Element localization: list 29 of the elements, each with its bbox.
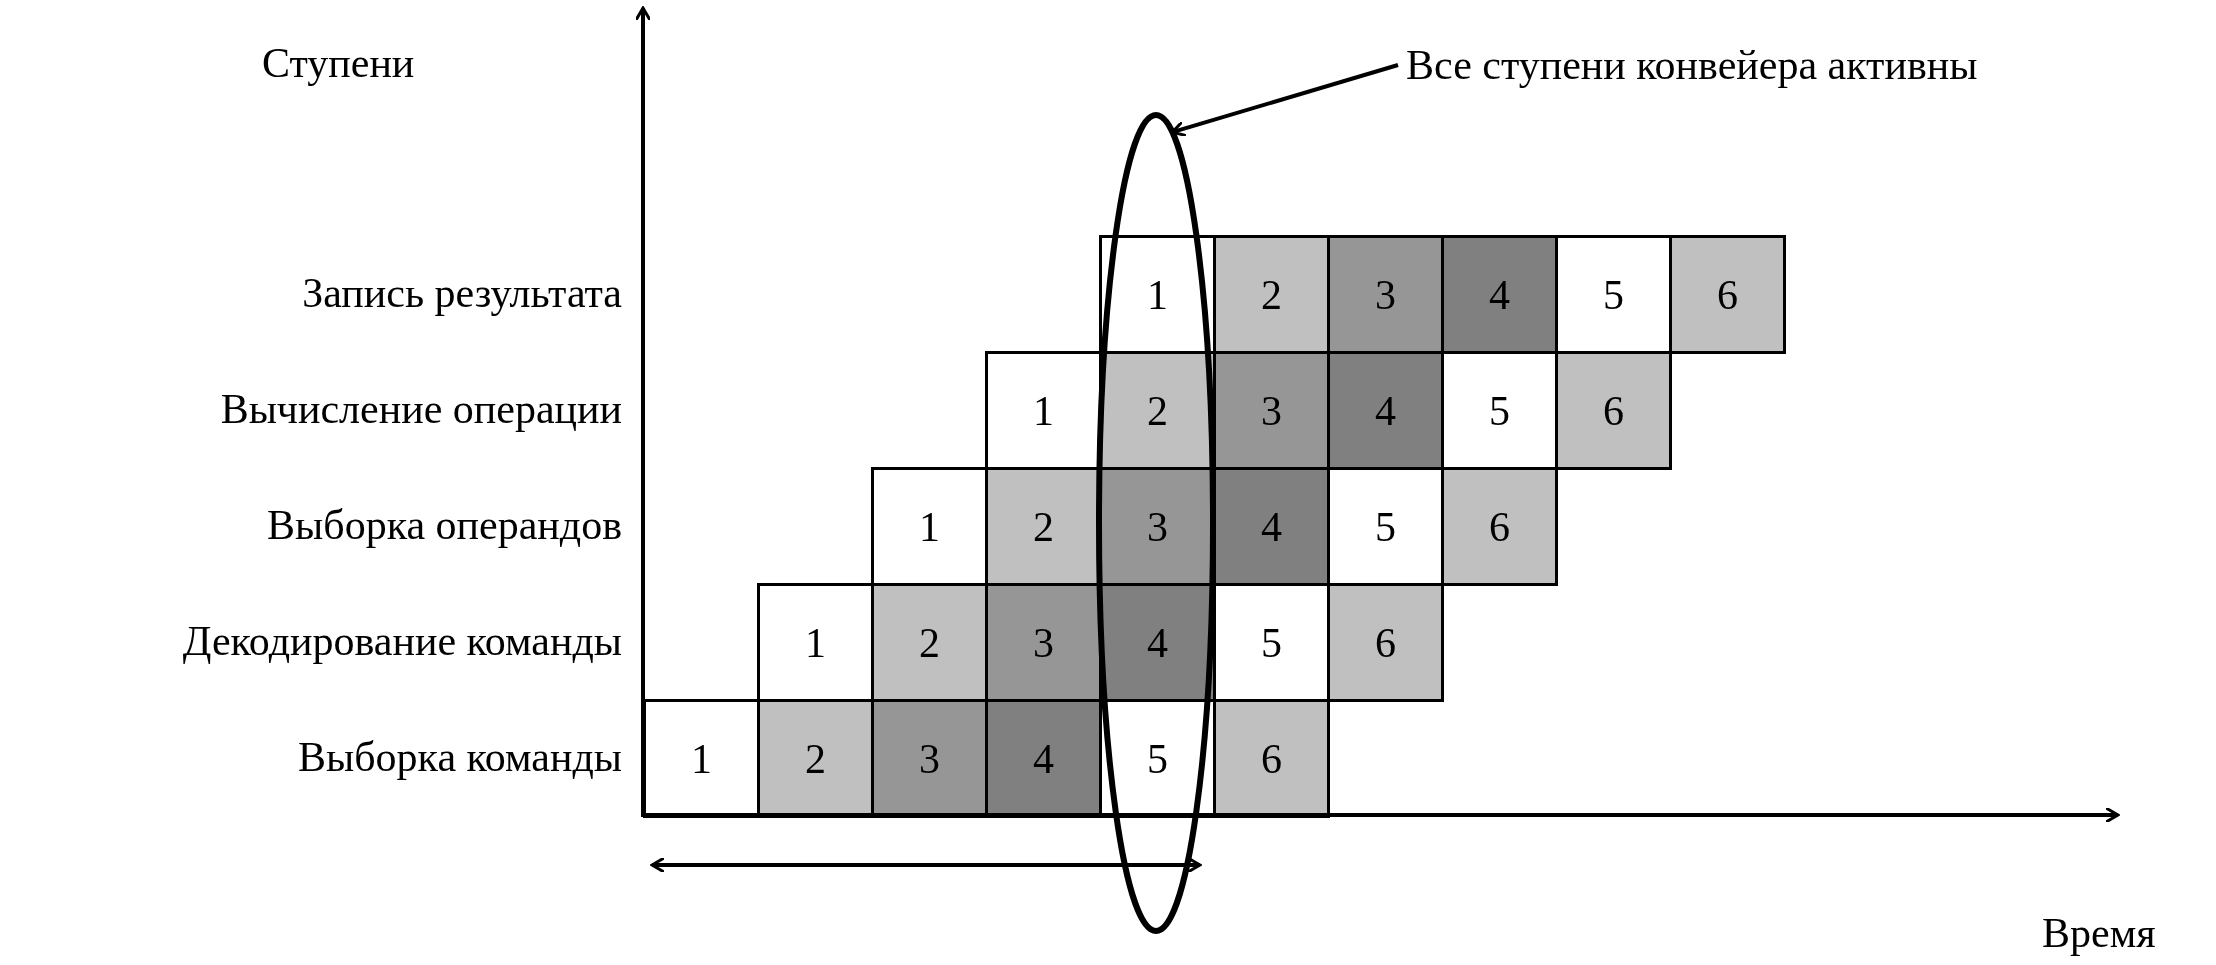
pipeline-cell: 3 <box>1213 351 1330 470</box>
row-label: Выборка операндов <box>267 504 622 546</box>
axis-title: Ступени <box>262 42 415 84</box>
highlight-ellipse <box>1096 112 1216 934</box>
pipeline-cell: 1 <box>757 583 874 702</box>
pipeline-cell: 6 <box>1327 583 1444 702</box>
pipeline-cell: 2 <box>757 699 874 818</box>
row-label: Выборка команды <box>298 736 622 778</box>
pipeline-cell: 4 <box>1213 467 1330 586</box>
axis-title: Время <box>2042 912 2156 954</box>
row-label: Декодирование команды <box>182 620 622 662</box>
pipeline-cell: 3 <box>871 699 988 818</box>
pipeline-cell: 1 <box>985 351 1102 470</box>
pipeline-cell: 3 <box>1327 235 1444 354</box>
pipeline-cell: 1 <box>643 699 760 818</box>
pipeline-cell: 2 <box>1213 235 1330 354</box>
pipeline-cell: 6 <box>1441 467 1558 586</box>
pipeline-cell: 4 <box>1441 235 1558 354</box>
row-label: Запись результата <box>302 272 622 314</box>
pipeline-cell: 6 <box>1555 351 1672 470</box>
pipeline-cell: 6 <box>1213 699 1330 818</box>
pipeline-cell: 4 <box>985 699 1102 818</box>
pipeline-cell: 3 <box>985 583 1102 702</box>
pipeline-cell: 2 <box>871 583 988 702</box>
callout-text: Все ступени конвейера активны <box>1406 44 1978 86</box>
row-label: Вычисление операции <box>220 388 622 430</box>
pipeline-cell: 1 <box>871 467 988 586</box>
pipeline-cell: 6 <box>1669 235 1786 354</box>
pipeline-cell: 4 <box>1327 351 1444 470</box>
